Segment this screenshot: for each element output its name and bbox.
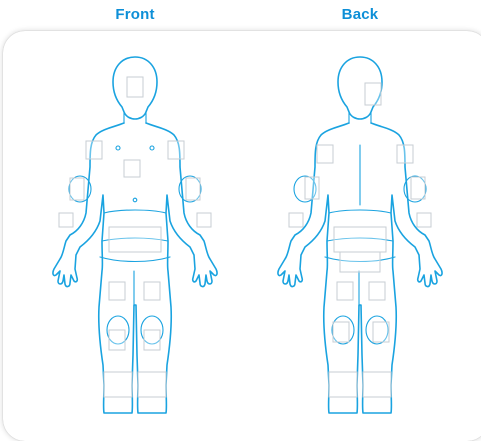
zone-back-right-wrist[interactable] xyxy=(417,213,431,227)
zone-back-right-calf[interactable] xyxy=(373,322,389,342)
zone-front-left-knee[interactable] xyxy=(109,330,125,350)
zone-front-left-shoulder[interactable] xyxy=(86,141,102,159)
zone-front-right-thigh[interactable] xyxy=(144,282,160,300)
zone-back-left-thigh[interactable] xyxy=(337,282,353,300)
back-view-label: Back xyxy=(300,6,420,23)
zone-back-right-shoulder[interactable] xyxy=(397,145,413,163)
zone-back-head[interactable] xyxy=(365,83,381,105)
zone-front-right-knee[interactable] xyxy=(144,330,160,350)
back-zones xyxy=(289,83,431,397)
zone-front-left-ankle[interactable] xyxy=(104,372,132,397)
front-view-label: Front xyxy=(75,6,195,23)
zone-front-left-thigh[interactable] xyxy=(109,282,125,300)
zone-back-buttocks[interactable] xyxy=(340,252,380,272)
zone-back-left-shoulder[interactable] xyxy=(317,145,333,163)
back-body-figure xyxy=(265,45,455,420)
zone-back-right-thigh[interactable] xyxy=(369,282,385,300)
zone-back-lower-back[interactable] xyxy=(334,227,386,252)
zone-front-right-wrist[interactable] xyxy=(197,213,211,227)
front-body-figure xyxy=(40,45,230,420)
zone-back-left-wrist[interactable] xyxy=(289,213,303,227)
zone-front-right-ankle[interactable] xyxy=(138,372,166,397)
zone-front-abdomen[interactable] xyxy=(109,227,161,252)
zone-back-left-elbow[interactable] xyxy=(305,177,319,199)
zone-front-left-wrist[interactable] xyxy=(59,213,73,227)
zone-back-left-heel[interactable] xyxy=(329,372,357,397)
zone-front-right-shoulder[interactable] xyxy=(168,141,184,159)
zone-back-left-calf[interactable] xyxy=(333,322,349,342)
zone-front-left-elbow[interactable] xyxy=(70,178,84,200)
zone-front-chest[interactable] xyxy=(124,160,140,177)
zone-back-right-heel[interactable] xyxy=(363,372,391,397)
zone-front-right-elbow[interactable] xyxy=(186,178,200,200)
zone-front-face[interactable] xyxy=(127,77,143,97)
front-zones xyxy=(59,77,211,397)
zone-back-right-elbow[interactable] xyxy=(411,177,425,199)
